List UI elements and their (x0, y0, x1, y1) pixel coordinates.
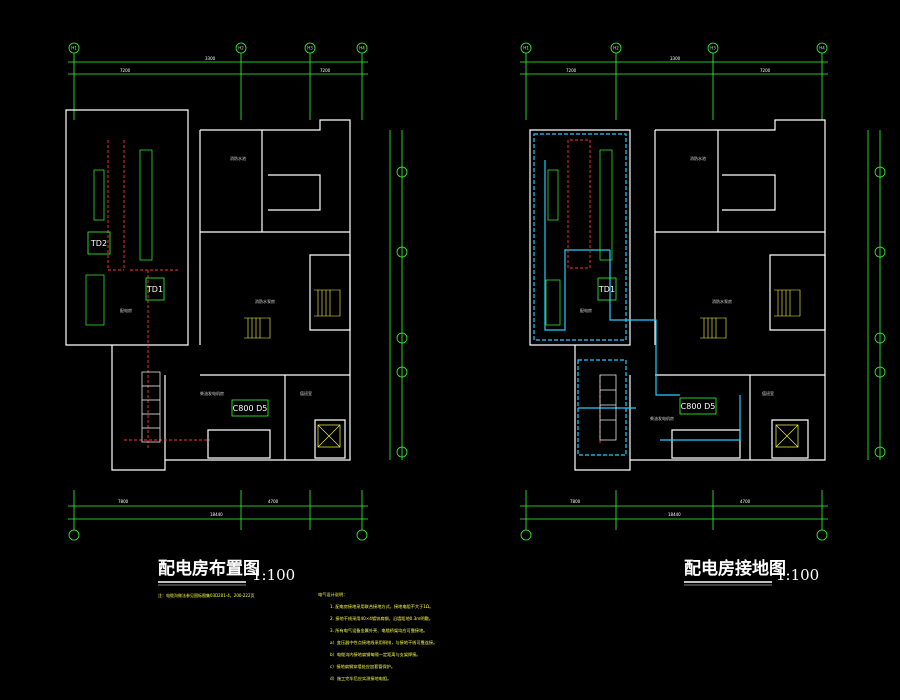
note-line: 3. 所有电气设备金属外壳、电缆桥架均应可靠接地。 (330, 627, 427, 634)
axis-label: H2 (613, 46, 619, 51)
switchgear-row-upper (545, 149, 613, 326)
room-label: 柴油发电机房 (200, 390, 224, 396)
switchgear-row-lower (599, 374, 617, 441)
axis-label: H1 (71, 46, 77, 51)
right-axis-column (867, 130, 886, 460)
top-axis-row (520, 42, 828, 120)
equipment-label-td2: TD2 (90, 239, 107, 248)
dim-text: 3300 (670, 56, 681, 61)
room-label: 柴油发电机房 (650, 415, 674, 421)
drawing-grounding-plan: H1 H2 H3 H4 7200 3300 7200 (520, 42, 886, 586)
note-line: c）接地扁钢穿墙处应加套管保护。 (330, 663, 395, 670)
room-label: 配电房 (580, 307, 592, 313)
dim-text: 7200 (760, 68, 771, 73)
dim-text: 18440 (668, 512, 681, 517)
transformer-td1 (597, 277, 617, 301)
dim-text: 7200 (320, 68, 331, 73)
drawing-layout-plan: H1 H2 H3 H4 7200 3300 7200 (65, 42, 408, 598)
dim-text: 4700 (268, 499, 279, 504)
staircase (244, 289, 341, 339)
drawing-title: 配电房接地图 (684, 558, 786, 579)
drawing-scale: 1:100 (252, 566, 295, 584)
cable-trench (107, 140, 210, 450)
room-label: 配电房 (120, 307, 132, 313)
dim-text: 18440 (210, 512, 223, 517)
axis-label: H3 (307, 46, 313, 51)
staircase (700, 289, 801, 339)
axis-label: H4 (819, 46, 825, 51)
axis-label: H1 (523, 46, 529, 51)
elevator-cross (775, 424, 799, 448)
elevator-cross (317, 424, 341, 448)
room-label: 消防水池 (230, 155, 246, 161)
dim-text: 7800 (570, 499, 581, 504)
room-label: 消防水池 (690, 155, 706, 161)
note-line: 2. 接地干线采用40×4镀锌扁钢，沿墙距地0.3m明敷。 (330, 615, 433, 622)
room-label: 值班室 (762, 390, 774, 396)
switchgear-row-lower (141, 371, 161, 443)
drawing-note: 注：电缆沟做法参见国标图集03D201-4，200-222页 (158, 592, 255, 598)
equipment-label-generator: C800 D5 (233, 404, 268, 413)
building-walls (65, 109, 351, 471)
dim-text: 4700 (740, 499, 751, 504)
design-notes: 电气设计说明： 1. 配电房接地采用联合接地方式，接地电阻不大于1Ω。 2. 接… (318, 591, 437, 682)
transformer-td2 (87, 231, 111, 255)
equipment-label-generator: C800 D5 (681, 402, 716, 411)
transformer-td1 (145, 277, 165, 301)
top-axis-row (68, 42, 368, 120)
building-walls (529, 119, 826, 471)
axis-label: H4 (359, 46, 365, 51)
room-label: 消防水泵房 (712, 298, 732, 304)
axis-label: H3 (710, 46, 716, 51)
room-label: 消防水泵房 (255, 298, 275, 304)
dim-text: 7200 (120, 68, 131, 73)
equipment-label-td1: TD1 (146, 285, 163, 294)
generator-box (679, 397, 717, 415)
drawing-title: 配电房布置图 (158, 558, 260, 579)
bottom-dimension-lines (520, 490, 828, 541)
switchgear-row-upper (85, 149, 153, 326)
note-line: a）变压器中性点接地线采用铜排，与接地干线可靠连接。 (330, 639, 437, 646)
dim-text: 7800 (118, 499, 129, 504)
elevator-shaft (775, 424, 799, 448)
axis-label: H2 (238, 46, 244, 51)
note-line: 1. 配电房接地采用联合接地方式，接地电阻不大于1Ω。 (330, 603, 433, 610)
right-axis-column (389, 130, 408, 460)
dim-text: 3300 (205, 56, 216, 61)
equipment-label-td1: TD1 (598, 285, 615, 294)
bottom-dimension-lines (68, 490, 368, 541)
drawing-scale: 1:100 (776, 566, 819, 584)
generator-box (231, 399, 269, 417)
room-label: 值班室 (300, 390, 312, 396)
cable-trench (567, 139, 601, 445)
grounding-busbar (533, 133, 741, 456)
dim-text: 7200 (566, 68, 577, 73)
note-line: b）电缆沟内接地扁钢每隔一定距离与支架焊接。 (330, 651, 421, 658)
note-line: d）施工完毕后应实测接地电阻。 (330, 675, 391, 682)
note-line: 电气设计说明： (318, 591, 347, 598)
elevator-shaft (317, 424, 341, 448)
